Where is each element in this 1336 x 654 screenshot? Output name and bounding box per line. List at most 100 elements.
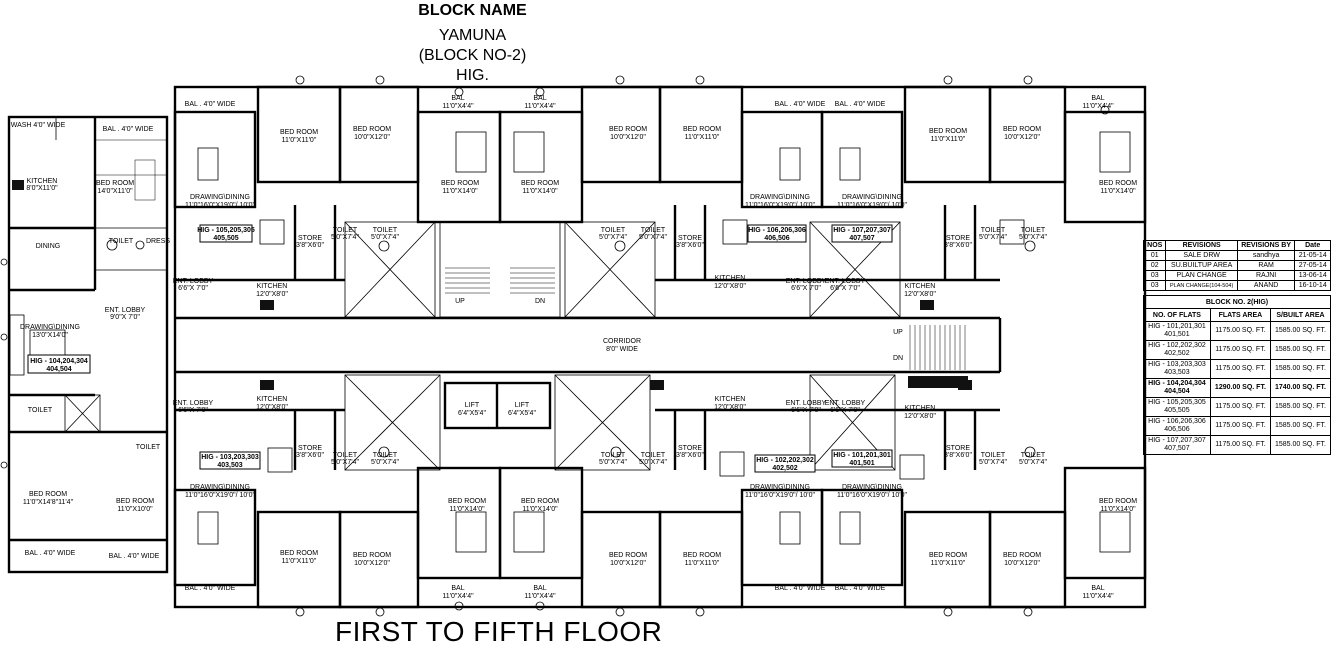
label-ent-dim: 6'6"X 7'0" [791, 285, 821, 292]
label-kitchen: KITCHEN [257, 283, 288, 290]
label-toilet: TOILET [28, 407, 53, 414]
label-bedroom: BED ROOM [521, 180, 559, 187]
label-toilet-dim: 5'0"X7'4" [639, 234, 667, 241]
label-toilet: TOILET [1021, 227, 1046, 234]
cell: 21-05-14 [1294, 250, 1331, 261]
label-drawing-dim: 11'0"16'0"X19'0"/ 10'0" [185, 492, 256, 499]
label-corridor: CORRIDOR [603, 338, 641, 345]
label-lift: LIFT [515, 402, 530, 409]
label-hig-104: HIG - 104,204,304 [30, 358, 88, 365]
label-bal: BAL . 4'0" WIDE [25, 550, 76, 557]
label-bedroom: BED ROOM [1099, 180, 1137, 187]
label-lift: LIFT [465, 402, 480, 409]
svg-text:HIG - 101,201,301: HIG - 101,201,301 [833, 452, 891, 459]
label-kitchen: KITCHEN [27, 178, 58, 185]
label-kitchen: KITCHEN [257, 396, 288, 403]
label-bal: BAL [1091, 95, 1104, 102]
cell: 1585.00 SQ. FT. [1269, 359, 1332, 379]
label-bedroom: BED ROOM [280, 550, 318, 557]
label-bedroom: BED ROOM [116, 498, 154, 505]
floor-title: FIRST TO FIFTH FLOOR [335, 616, 663, 647]
label-dim: 11'0"X14'0" [442, 188, 478, 195]
col-sbuilt-area: S/BUILT AREA [1269, 308, 1332, 322]
cell: sandhya [1236, 250, 1296, 261]
label-bal-dim: 11'0"X4'4" [524, 593, 556, 600]
label-store-dim: 3'8"X6'0" [296, 452, 324, 459]
label-bedroom: BED ROOM [1003, 552, 1041, 559]
label-bedroom: BED ROOM [29, 491, 67, 498]
cell: 13-06-14 [1294, 270, 1331, 281]
revisions-table: NOS REVISIONS REVISIONS BY Date 01 SALE … [1142, 240, 1331, 291]
label-toilet-dim: 5'0"X7'4" [639, 459, 667, 466]
label-ent-dim: 6'6"X 7'0" [178, 407, 208, 414]
label-bedroom: BED ROOM [1003, 126, 1041, 133]
label-ent-lobby: ENT. LOBBY [786, 278, 827, 285]
flat-table-header: NO. OF FLATS FLATS AREA S/BUILT AREA [1143, 308, 1332, 322]
label-dim: 11'0"X14'0" [449, 506, 485, 513]
cell: ANAND [1236, 280, 1296, 291]
label-dim: 10'0"X12'0" [1004, 560, 1040, 567]
svg-text:401,501: 401,501 [849, 460, 874, 467]
col-revisions: REVISIONS [1165, 240, 1238, 251]
label-drawing-dim: 11'0"16'0"X19'0"/ 10'0" [837, 202, 908, 209]
col-date: Date [1294, 240, 1331, 251]
label-store: STORE [946, 445, 970, 452]
label-ent-lobby: ENT. LOBBY [825, 278, 866, 285]
cell: 1175.00 SQ. FT. [1209, 397, 1271, 417]
label-bedroom: BED ROOM [441, 180, 479, 187]
label-drawing-dim: 11'0"16'0"X19'0"/ 10'0" [837, 492, 908, 499]
label-bedroom: BED ROOM [683, 126, 721, 133]
label-toilet-dim: 5'0"X7'4" [979, 234, 1007, 241]
label-kitchen-dim: 12'0"X8'0" [714, 283, 746, 290]
col-nos: NOS [1142, 240, 1167, 251]
label-store-dim: 3'8"X6'0" [944, 242, 972, 249]
label-drawing: DRAWING\DINING [750, 194, 810, 201]
block-category: HIG. [456, 67, 489, 84]
label-drawing: DRAWING\DINING [20, 324, 80, 331]
partitions [175, 205, 1000, 470]
label-kitchen-dim: 12'0"X8'0" [714, 404, 746, 411]
label-bal: BAL . 4'0" WIDE [185, 101, 236, 108]
label-toilet: TOILET [373, 227, 398, 234]
label-toilet: TOILET [641, 227, 666, 234]
flat-tags: HIG - 105,205,305 405,505 HIG - 106,206,… [197, 224, 893, 473]
flat-table-title: BLOCK NO. 2(HIG) [1143, 295, 1331, 309]
label-store-dim: 3'8"X6'0" [676, 242, 704, 249]
label-dim: 11'0"X14'0" [1100, 188, 1136, 195]
label-dim: 11'0"X11'0" [685, 560, 720, 567]
label-kitchen-dim: 12'0"X8'0" [904, 291, 936, 298]
col-revisions-by: REVISIONS BY [1236, 240, 1296, 251]
table-row: 03 PLAN CHANGE RAJNI 13-06-14 [1142, 270, 1331, 281]
label-toilet-dim: 5'0"X7'4" [331, 459, 359, 466]
cell: PLAN CHANGE [1165, 270, 1238, 281]
label-toilet: TOILET [641, 452, 666, 459]
label-corridor-dim: 8'0" WIDE [606, 346, 638, 353]
label-dim: 10'0"X12'0" [354, 134, 390, 141]
table-row: 01 SALE DRW sandhya 21-05-14 [1142, 250, 1331, 261]
label-ent-dim: 6'6"X 7'0" [178, 285, 208, 292]
cell: 1585.00 SQ. FT. [1269, 321, 1332, 341]
revisions-header: NOS REVISIONS REVISIONS BY Date [1142, 240, 1331, 251]
label-drawing: DRAWING\DINING [190, 194, 250, 201]
cell: 1175.00 SQ. FT. [1209, 359, 1271, 379]
cell: RAJNI [1236, 270, 1296, 281]
label-kitchen: KITCHEN [715, 275, 746, 282]
label-toilet: TOILET [601, 227, 626, 234]
label-toilet-dim: 5'0"X7'4" [599, 234, 627, 241]
label-bal: BAL . 4'0" WIDE [835, 101, 886, 108]
label-store: STORE [678, 235, 702, 242]
cell: RAM [1236, 260, 1296, 271]
grid-markers [0, 75, 1110, 617]
label-drawing: DRAWING\DINING [190, 484, 250, 491]
label-bal-dim: 11'0"X4'4" [524, 103, 556, 110]
cell: 1175.00 SQ. FT. [1209, 340, 1271, 360]
label-up: UP [893, 329, 903, 336]
label-toilet: TOILET [333, 227, 358, 234]
svg-text:HIG - 107,207,307: HIG - 107,207,307 [833, 227, 891, 234]
